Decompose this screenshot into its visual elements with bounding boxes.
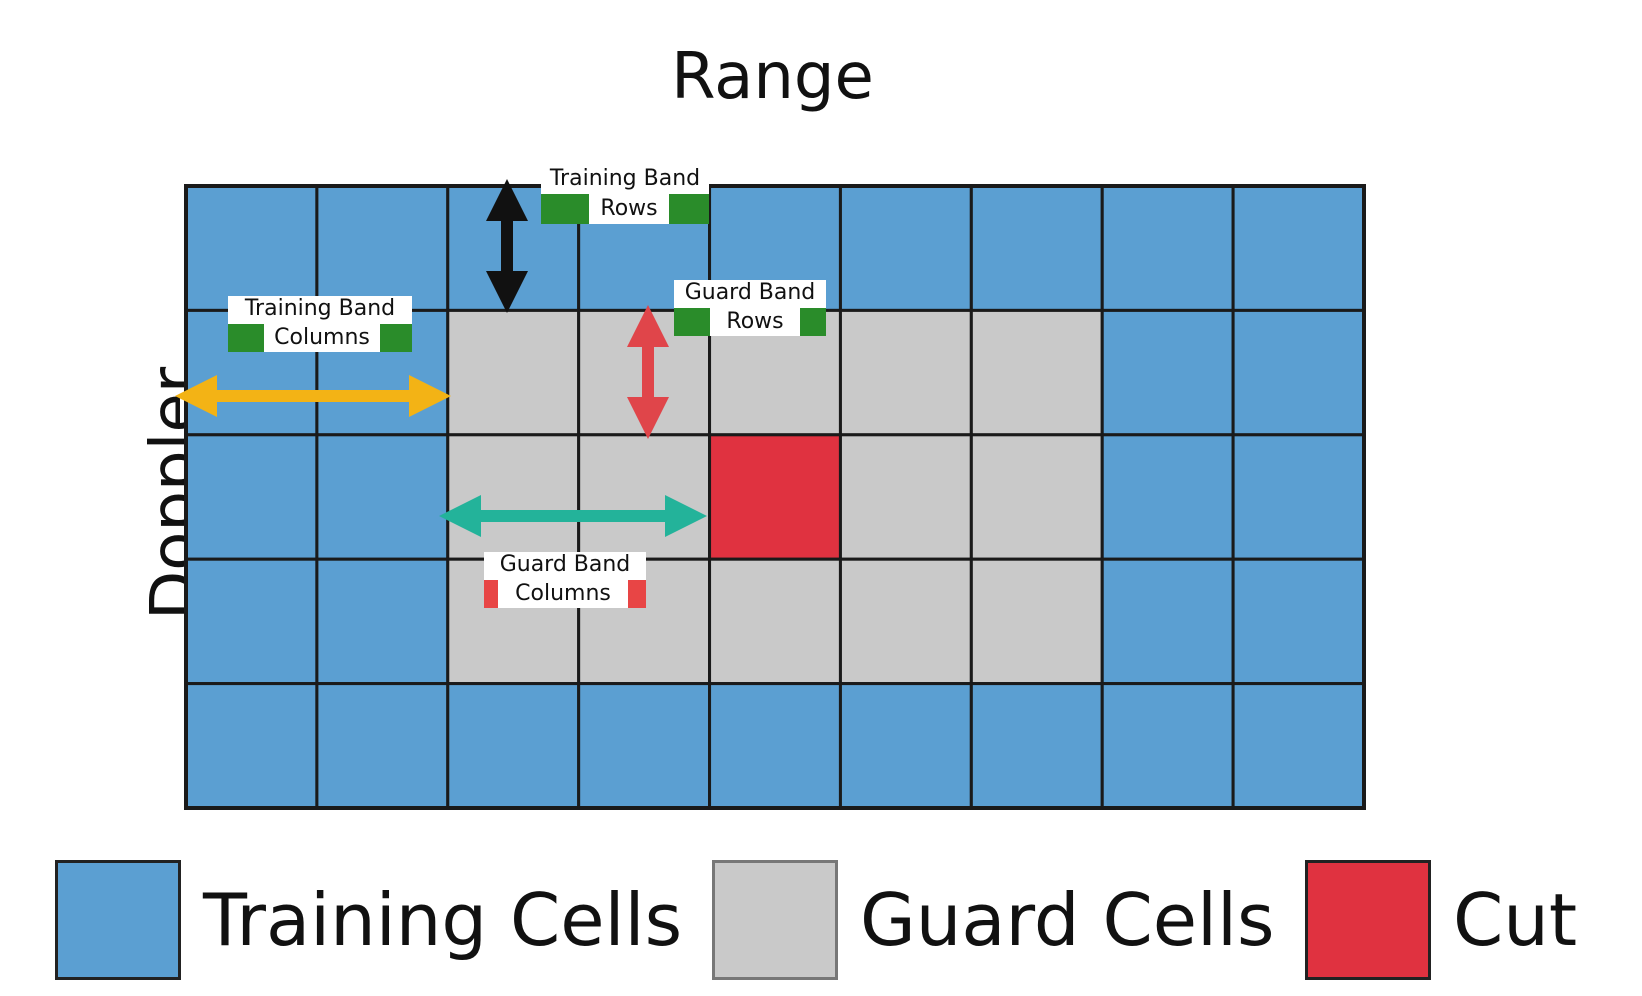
guard-cell-r2-c3 — [577, 433, 712, 561]
legend-item-training: Training Cells — [55, 860, 682, 980]
guard-band-columns-label: Guard Band Columns — [484, 552, 646, 608]
legend-swatch-guard — [712, 860, 838, 980]
training-cell-r2-c7 — [1100, 433, 1235, 561]
cut-cell-r2-c4 — [708, 433, 842, 561]
range-axis-title: Range — [671, 40, 874, 114]
training-band-columns-marker-left — [228, 324, 264, 352]
training-cell-r4-c5 — [838, 682, 973, 810]
legend-label-training: Training Cells — [203, 878, 683, 962]
training-band-columns-label: Training Band Columns — [228, 296, 412, 352]
guard-cell-r3-c5 — [838, 557, 973, 686]
training-cell-r4-c3 — [577, 682, 712, 810]
training-cell-r1-c8 — [1231, 308, 1366, 437]
legend-item-cut: Cut — [1305, 860, 1577, 980]
legend-swatch-training — [55, 860, 181, 980]
training-cell-r4-c2 — [446, 682, 581, 810]
guard-cell-r2-c2 — [446, 433, 581, 561]
training-band-marker-left — [541, 194, 589, 224]
guard-cell-r3-c6 — [969, 557, 1104, 686]
training-cell-r4-c0 — [184, 682, 319, 810]
training-band-columns-label-line2: Columns — [264, 324, 380, 352]
training-cell-r3-c7 — [1100, 557, 1235, 686]
guard-band-rows-label-line1: Guard Band — [684, 280, 816, 305]
training-cell-r3-c8 — [1231, 557, 1366, 686]
guard-band-columns-marker-right — [628, 580, 646, 608]
guard-band-columns-marker-left — [484, 580, 498, 608]
training-cell-r3-c0 — [184, 557, 319, 686]
training-cell-r3-c1 — [315, 557, 450, 686]
training-cell-r0-c7 — [1100, 184, 1235, 312]
guard-band-rows-label-line2: Rows — [710, 308, 800, 336]
grid-border — [184, 184, 1366, 810]
guard-band-rows-label: Guard Band Rows — [674, 280, 826, 336]
legend-label-cut: Cut — [1453, 878, 1578, 962]
training-cell-r2-c8 — [1231, 433, 1366, 561]
guard-band-rows-marker-right — [800, 308, 826, 336]
training-cell-r4-c4 — [708, 682, 842, 810]
guard-cell-r1-c6 — [969, 308, 1104, 437]
training-cell-r2-c0 — [184, 433, 319, 561]
training-cell-r0-c0 — [184, 184, 319, 312]
training-band-columns-marker-right — [380, 324, 412, 352]
legend-label-guard: Guard Cells — [860, 878, 1275, 962]
training-band-rows-label-line1: Training Band — [549, 166, 701, 191]
training-cell-r4-c7 — [1100, 682, 1235, 810]
training-band-marker-right — [669, 194, 709, 224]
training-cell-r0-c8 — [1231, 184, 1366, 312]
training-cell-r4-c6 — [969, 682, 1104, 810]
training-band-columns-label-line1: Training Band — [244, 296, 396, 321]
guard-cell-r1-c2 — [446, 308, 581, 437]
guard-cell-r1-c5 — [838, 308, 973, 437]
training-cell-r4-c1 — [315, 682, 450, 810]
band-arrows — [175, 179, 707, 537]
guard-cell-r2-c6 — [969, 433, 1104, 561]
training-band-rows-label-line2: Rows — [589, 194, 669, 224]
legend-swatch-cut — [1305, 860, 1431, 980]
guard-band-columns-label-line2: Columns — [498, 580, 628, 608]
legend: Training Cells Guard Cells Cut — [0, 860, 1642, 990]
guard-cell-r2-c5 — [838, 433, 973, 561]
training-cell-r2-c1 — [315, 433, 450, 561]
training-cell-r4-c8 — [1231, 682, 1366, 810]
legend-item-guard: Guard Cells — [712, 860, 1275, 980]
grid-cells — [184, 184, 1366, 810]
training-band-rows-label: Training Band Rows — [541, 166, 709, 224]
guard-band-columns-label-line1: Guard Band — [499, 552, 631, 577]
training-cell-r1-c7 — [1100, 308, 1235, 437]
training-cell-r0-c6 — [969, 184, 1104, 312]
guard-band-rows-marker-left — [674, 308, 710, 336]
guard-cell-r3-c4 — [708, 557, 842, 686]
training-cell-r0-c5 — [838, 184, 973, 312]
training-cell-r0-c1 — [315, 184, 450, 312]
